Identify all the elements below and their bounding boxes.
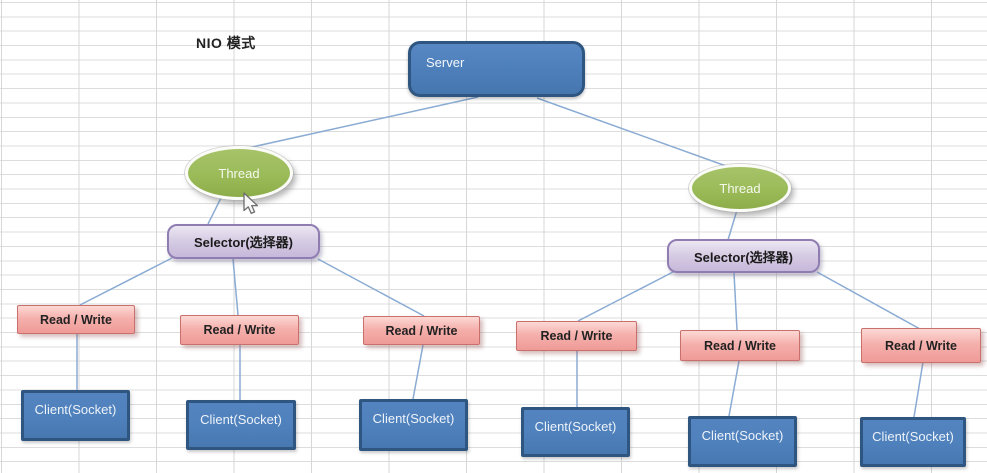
client-label: Client(Socket)	[372, 411, 455, 426]
selector-node-right[interactable]: Selector(选择器)	[667, 239, 820, 273]
read-write-label: Read / Write	[385, 323, 458, 338]
read-write-node-6[interactable]: Read / Write	[861, 328, 981, 363]
connector-line	[412, 344, 424, 400]
client-socket-node-3[interactable]: Client(Socket)	[359, 399, 468, 451]
read-write-label: Read / Write	[203, 323, 276, 337]
read-write-label: Read / Write	[540, 329, 613, 343]
selector-node-left[interactable]: Selector(选择器)	[167, 224, 320, 259]
connector-line	[232, 258, 239, 316]
connector-line	[728, 360, 740, 417]
selector-label: Selector(选择器)	[694, 249, 793, 265]
connector-line	[317, 258, 425, 317]
connector-line	[536, 97, 727, 167]
thread-label: Thread	[218, 165, 260, 181]
client-label: Client(Socket)	[534, 419, 617, 434]
read-write-node-3[interactable]: Read / Write	[363, 316, 480, 345]
connector-line	[79, 257, 173, 306]
connector-line	[727, 209, 738, 241]
client-socket-node-5[interactable]: Client(Socket)	[688, 416, 797, 467]
client-label: Client(Socket)	[34, 402, 117, 417]
client-label: Client(Socket)	[872, 429, 954, 444]
thread-label: Thread	[719, 180, 761, 196]
server-label: Server	[426, 55, 465, 70]
client-socket-node-1[interactable]: Client(Socket)	[21, 390, 130, 441]
connector-line	[207, 197, 222, 225]
diagram-title: NIO 模式	[196, 35, 256, 51]
client-label: Client(Socket)	[200, 412, 282, 427]
client-label: Client(Socket)	[701, 428, 784, 443]
connector-line	[733, 272, 738, 331]
read-write-label: Read / Write	[884, 338, 957, 353]
read-write-node-4[interactable]: Read / Write	[516, 321, 637, 351]
read-write-node-1[interactable]: Read / Write	[17, 305, 135, 334]
client-socket-node-6[interactable]: Client(Socket)	[860, 417, 966, 467]
client-socket-node-4[interactable]: Client(Socket)	[521, 407, 630, 457]
connector-line	[242, 96, 479, 150]
client-socket-node-2[interactable]: Client(Socket)	[186, 400, 296, 450]
thread-node-right[interactable]: Thread	[689, 164, 791, 212]
mouse-cursor-icon	[243, 192, 259, 215]
read-write-label: Read / Write	[39, 312, 112, 327]
connector-line	[816, 271, 921, 330]
server-node[interactable]: Server	[408, 41, 585, 97]
selector-label: Selector(选择器)	[194, 235, 293, 250]
read-write-label: Read / Write	[703, 338, 776, 353]
thread-node-left[interactable]: Thread	[185, 146, 293, 200]
read-write-node-5[interactable]: Read / Write	[680, 330, 800, 361]
connector-line	[913, 361, 924, 418]
read-write-node-2[interactable]: Read / Write	[180, 315, 299, 345]
connector-line	[577, 271, 674, 322]
